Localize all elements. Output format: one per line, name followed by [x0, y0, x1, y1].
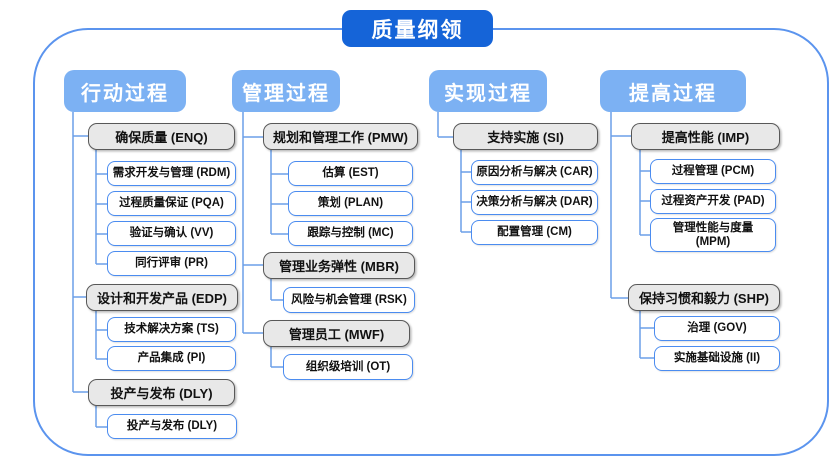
leaf-mc: 跟踪与控制 (MC) [288, 221, 413, 246]
header-improvement-process: 提高过程 [600, 70, 746, 112]
leaf-pcm: 过程管理 (PCM) [650, 159, 776, 184]
leaf-rsk: 风险与机会管理 (RSK) [283, 287, 415, 313]
group-enq: 确保质量 (ENQ) [88, 123, 235, 150]
header-management-process: 管理过程 [232, 70, 340, 112]
leaf-gov: 治理 (GOV) [654, 316, 780, 341]
leaf-pad: 过程资产开发 (PAD) [650, 189, 776, 214]
group-edp: 设计和开发产品 (EDP) [86, 284, 238, 311]
group-mwf: 管理员工 (MWF) [263, 320, 410, 347]
leaf-ii: 实施基础设施 (II) [654, 346, 780, 371]
leaf-plan: 策划 (PLAN) [288, 191, 413, 216]
leaf-rdm: 需求开发与管理 (RDM) [107, 161, 236, 186]
leaf-pqa: 过程质量保证 (PQA) [107, 191, 236, 216]
leaf-dly: 投产与发布 (DLY) [107, 414, 237, 439]
leaf-mpm: 管理性能与度量 (MPM) [650, 218, 776, 252]
leaf-pr: 同行评审 (PR) [107, 251, 236, 276]
diagram-title: 质量纲领 [342, 10, 493, 47]
leaf-pi: 产品集成 (PI) [107, 346, 236, 371]
group-si: 支持实施 (SI) [453, 123, 598, 150]
group-imp: 提高性能 (IMP) [631, 123, 780, 150]
leaf-ts: 技术解决方案 (TS) [107, 317, 236, 342]
leaf-dar: 决策分析与解决 (DAR) [471, 190, 598, 215]
leaf-vv: 验证与确认 (VV) [107, 221, 236, 246]
group-dly: 投产与发布 (DLY) [88, 379, 235, 406]
leaf-est: 估算 (EST) [288, 161, 413, 186]
group-shp: 保持习惯和毅力 (SHP) [628, 284, 780, 311]
group-mbr: 管理业务弹性 (MBR) [263, 252, 415, 279]
leaf-ot: 组织级培训 (OT) [283, 354, 413, 380]
header-action-process: 行动过程 [64, 70, 186, 112]
group-pmw: 规划和管理工作 (PMW) [263, 123, 418, 150]
leaf-car: 原因分析与解决 (CAR) [471, 160, 598, 185]
header-implementation-process: 实现过程 [429, 70, 547, 112]
leaf-cm: 配置管理 (CM) [471, 220, 598, 245]
